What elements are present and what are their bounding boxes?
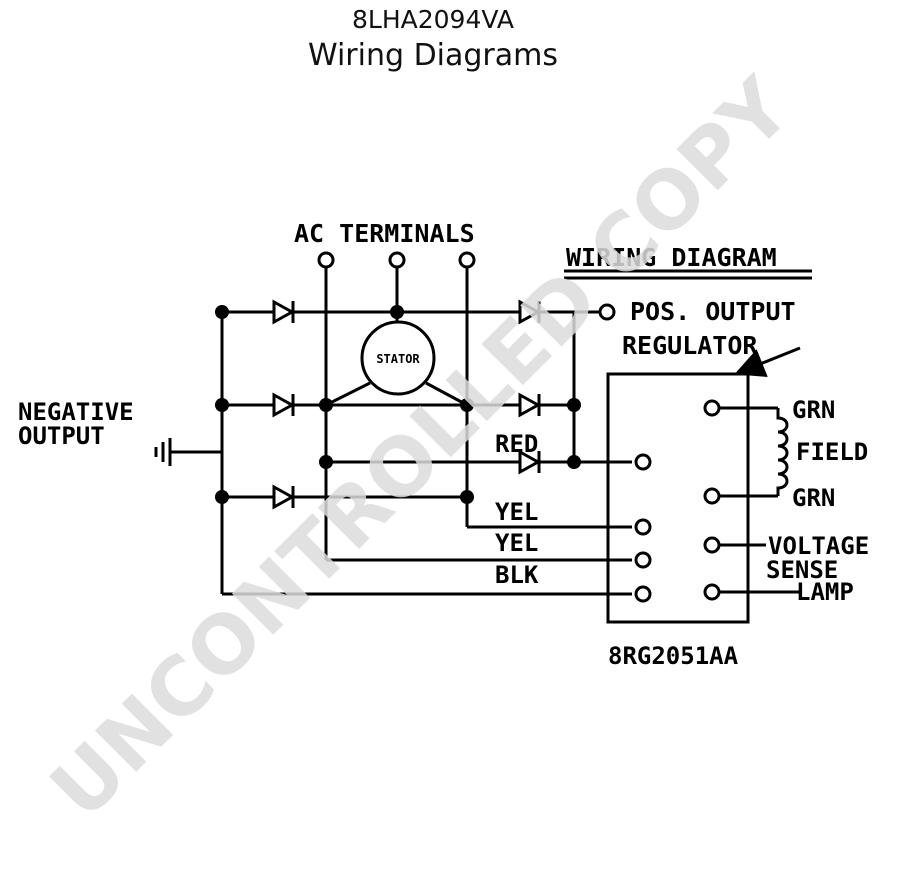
stator-circle (360, 320, 436, 396)
diode-2 (272, 392, 296, 418)
diode-3 (272, 484, 296, 510)
negative-label: NEGATIVE (18, 398, 134, 426)
output-label: OUTPUT (18, 422, 105, 450)
wires (170, 265, 800, 596)
terminals (317, 251, 721, 603)
ac-terminals-label: AC TERMINALS (294, 219, 475, 248)
title-block: 8LHA2094VA Wiring Diagrams (0, 4, 866, 76)
diode-6 (518, 449, 542, 475)
regulator-box (606, 372, 750, 624)
wire-red-label: RED (495, 430, 538, 458)
field-coil (776, 408, 789, 496)
diode-1 (272, 299, 296, 325)
model-number: 8LHA2094VA (352, 5, 514, 34)
diode-5 (518, 392, 542, 418)
diode-4 (518, 299, 542, 325)
stator-label: STATOR (376, 352, 420, 366)
junction-dots (215, 305, 581, 504)
voltage-label: VOLTAGE (768, 532, 869, 560)
part-number-label: 8RG2051AA (608, 642, 739, 670)
watermark: UNCONTROLLED COPY (33, 60, 809, 836)
wire-yel-label-2: YEL (495, 529, 538, 557)
field-label: FIELD (796, 438, 868, 466)
pos-output-label: POS. OUTPUT (630, 297, 796, 326)
sense-label: SENSE (766, 556, 838, 584)
regulator-label: REGULATOR (622, 331, 758, 360)
regulator-arrow (734, 346, 801, 378)
wiring-diagram-heading: WIRING DIAGRAM (566, 243, 777, 272)
grn-bottom-label: GRN (792, 484, 835, 512)
page-subtitle: Wiring Diagrams (307, 38, 559, 73)
wire-yel-label-1: YEL (495, 498, 538, 526)
grn-top-label: GRN (792, 396, 835, 424)
wire-blk-label: BLK (495, 561, 539, 589)
lamp-label: LAMP (796, 578, 854, 606)
ground-symbol (154, 438, 172, 466)
